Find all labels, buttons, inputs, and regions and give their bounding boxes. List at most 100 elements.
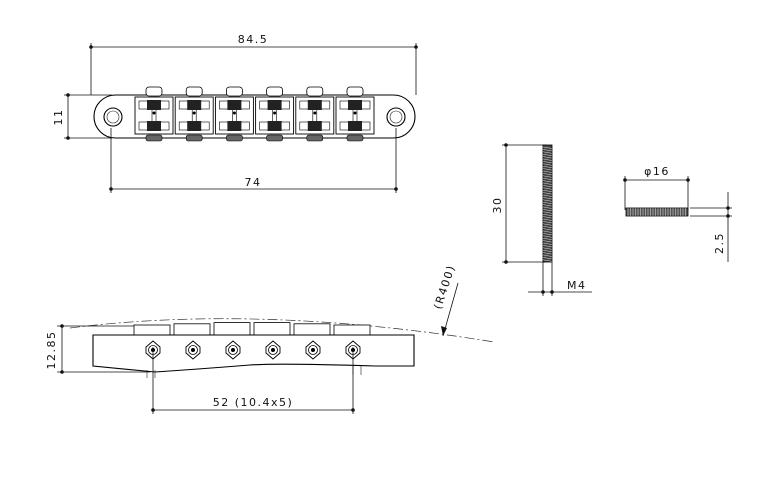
- thread-line: [542, 189, 553, 192]
- screw-head: [265, 340, 281, 360]
- saddle-block-top: [307, 100, 322, 110]
- thread-line: [542, 180, 553, 183]
- thread-line: [542, 185, 553, 188]
- height-label: 11: [52, 109, 65, 126]
- side-saddle: [173, 323, 211, 336]
- saddle-notch: [192, 111, 196, 115]
- saddle: [134, 86, 174, 142]
- saddle: [174, 86, 214, 142]
- thread-line: [542, 230, 553, 233]
- bridge-side-body: [92, 334, 415, 373]
- post-hole-inner-right: [389, 110, 403, 124]
- side-saddle: [293, 323, 331, 336]
- screw-head: [225, 340, 241, 360]
- saddle-block-bottom: [147, 121, 161, 131]
- thread-line: [542, 173, 553, 176]
- thread-line: [542, 156, 553, 159]
- dimension-dot: [686, 178, 690, 182]
- thread-line: [542, 249, 553, 252]
- saddle-screw-head: [225, 86, 243, 97]
- thread-line: [542, 216, 553, 219]
- thread-line: [542, 177, 553, 180]
- dimension-dot: [504, 143, 508, 147]
- string-spacing-label: 52 (10.4x5): [213, 396, 294, 409]
- saddle-block-bottom: [227, 121, 242, 131]
- thread-line: [542, 153, 553, 156]
- thread-line: [542, 199, 553, 202]
- saddle-foot: [226, 134, 243, 142]
- saddle-foot: [266, 134, 283, 142]
- string-radius-arc: [69, 318, 495, 343]
- dimension-dot: [394, 187, 398, 191]
- screw-threads: [542, 146, 553, 262]
- knurled-wheel: [625, 207, 689, 217]
- saddle-notch: [273, 111, 277, 115]
- overall-length-label: 84.5: [238, 33, 269, 46]
- thread-line: [542, 218, 553, 221]
- thread-line: [542, 254, 553, 257]
- screw-head-center: [311, 348, 315, 352]
- side-height-label: 12.85: [45, 331, 58, 370]
- saddle-group: [134, 86, 375, 142]
- wheel-diameter-label: φ16: [644, 165, 670, 178]
- saddle-block-bottom: [307, 121, 322, 131]
- thread-line: [542, 187, 553, 190]
- dimension-dot: [541, 290, 545, 294]
- thread-line: [542, 165, 553, 168]
- side-saddle-group: [133, 322, 371, 336]
- saddle-foot: [306, 134, 324, 142]
- bridge-body: [93, 94, 416, 139]
- saddle-notch: [353, 111, 357, 115]
- screw-head-center: [271, 348, 275, 352]
- thread-line: [542, 163, 553, 166]
- post-hole-inner-left: [106, 110, 120, 124]
- saddle-block-bottom: [267, 121, 282, 131]
- thread-line: [542, 168, 553, 171]
- screw-length-label: 30: [491, 197, 504, 214]
- thread-line: [542, 223, 553, 226]
- thread-line: [542, 228, 553, 231]
- thread-line: [542, 197, 553, 200]
- thread-line: [542, 146, 553, 149]
- dimension-dot: [151, 408, 155, 412]
- thread-line: [542, 233, 553, 236]
- saddle-screw-head: [145, 86, 163, 97]
- thread-line: [542, 211, 553, 214]
- saddle: [255, 86, 295, 142]
- side-saddle: [133, 324, 171, 336]
- thread-line: [542, 182, 553, 185]
- saddle-block-top: [348, 100, 362, 110]
- side-saddle: [253, 322, 291, 336]
- radius-label: (R400): [431, 263, 458, 311]
- thread-line: [542, 221, 553, 224]
- dimension-dot: [504, 260, 508, 264]
- dimension-dot: [414, 45, 418, 49]
- saddle-screw-head: [266, 86, 284, 97]
- saddle-foot: [346, 134, 364, 142]
- screw-view: 30 M4: [491, 143, 592, 296]
- thread-line: [542, 161, 553, 164]
- post-hole-outer-right: [386, 107, 406, 127]
- saddle-notch: [152, 111, 156, 115]
- radius-leader-line: [442, 282, 459, 337]
- screw-head: [305, 340, 321, 360]
- wheel-view: φ16 2.5: [623, 165, 732, 262]
- thread-line: [542, 204, 553, 207]
- saddle-block-top: [267, 100, 282, 110]
- thread-line: [542, 151, 553, 154]
- dimension-dot: [60, 324, 64, 328]
- thread-line: [542, 252, 553, 255]
- thread-line: [542, 170, 553, 173]
- radius-arrowhead: [441, 326, 447, 336]
- saddle-screw-head: [306, 86, 324, 97]
- saddle-block-top: [147, 100, 161, 110]
- dimension-dot: [66, 136, 70, 140]
- thread-line: [542, 242, 553, 245]
- thread-line: [542, 247, 553, 250]
- dimension-dot: [351, 408, 355, 412]
- thread-line: [542, 235, 553, 238]
- dimension-dot: [89, 45, 93, 49]
- thread-line: [542, 175, 553, 178]
- thread-line: [542, 245, 553, 248]
